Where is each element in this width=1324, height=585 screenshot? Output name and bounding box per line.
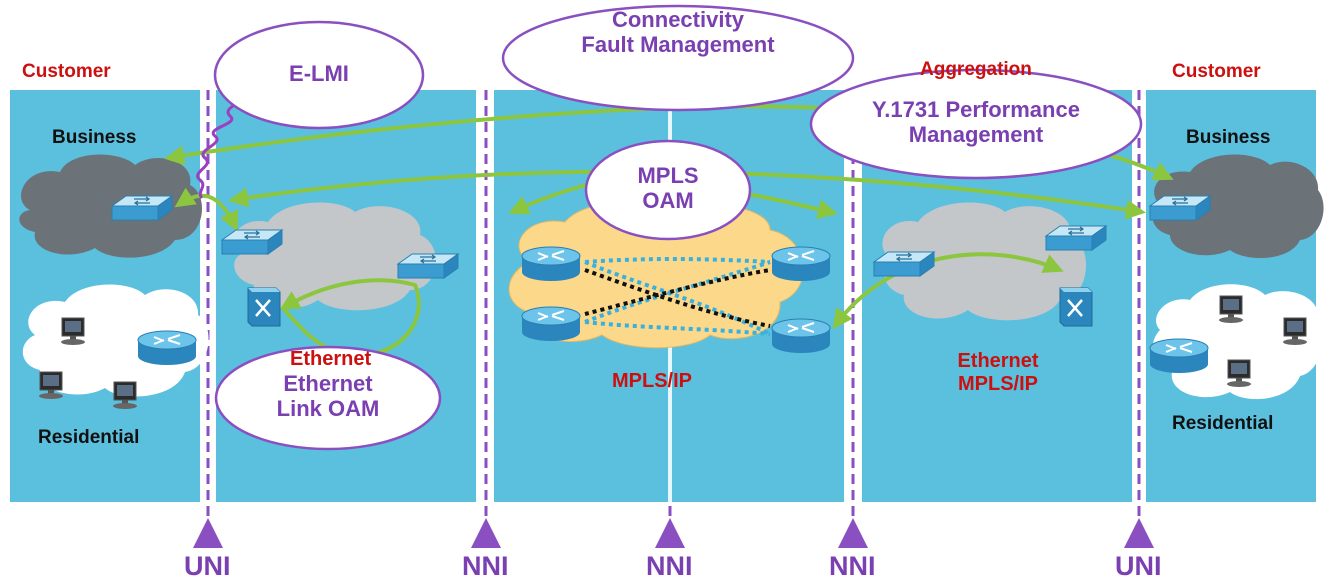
switch-icon [221, 229, 283, 255]
computer-icon [1282, 317, 1308, 346]
elmi-bubble: E-LMI [289, 61, 349, 86]
residential-label-right: Residential [1172, 413, 1274, 434]
switch-icon [397, 253, 459, 279]
computer-icon [1218, 295, 1244, 324]
link-oam-bubble-shape [214, 345, 442, 451]
uni-marker-left [193, 518, 223, 548]
ethernet-link-oam-bubble: Ethernet Link OAM [276, 371, 380, 421]
y1731-bubble-shape [809, 68, 1143, 180]
nni-marker-1 [471, 518, 501, 548]
interface-label-uni-right: UNI [1115, 551, 1162, 581]
region-title-aggregation: Aggregation [920, 59, 1032, 80]
nni-marker-3 [838, 518, 868, 548]
interface-markers [193, 518, 1154, 548]
interface-label-uni-left: UNI [184, 551, 231, 581]
router-icon [1149, 338, 1209, 374]
switch-icon [873, 251, 935, 277]
region-title-customer-right: Customer [1172, 61, 1261, 82]
cloud-icon [232, 202, 437, 311]
ethernet-label-left: Ethernet [290, 348, 372, 370]
interface-label-nni-1: NNI [462, 551, 509, 581]
nni-marker-2 [655, 518, 685, 548]
interface-label-nni-3: NNI [829, 551, 876, 581]
switch-icon [1045, 225, 1107, 251]
router-icon [771, 318, 831, 354]
bubbles [213, 4, 1143, 451]
router-icon [137, 330, 197, 366]
business-label-right: Business [1186, 127, 1271, 148]
router-icon [521, 306, 581, 342]
router-icon [521, 246, 581, 282]
multilayer-switch-icon [246, 286, 282, 328]
switch-icon [111, 195, 173, 221]
computer-icon [38, 371, 64, 400]
ethernet-mpls-ip-label: Ethernet MPLS/IP [957, 350, 1039, 395]
y1731-bubble: Y.1731 Performance Management [872, 97, 1080, 147]
elmi-arrow [174, 187, 239, 232]
multilayer-switch-icon [1058, 286, 1094, 328]
cfm-bubble: Connectivity Fault Management [581, 7, 775, 57]
mpls-oam-bubble-shape [584, 139, 752, 241]
switch-icon [1149, 195, 1211, 221]
cloud-icon [1152, 154, 1324, 259]
cfm-bubble-shape [501, 4, 855, 112]
uni-marker-right [1124, 518, 1154, 548]
router-icon [771, 246, 831, 282]
mpls-ip-label: MPLS/IP [612, 370, 693, 392]
core-links [584, 257, 771, 336]
business-label-left: Business [52, 127, 137, 148]
residential-label-left: Residential [38, 427, 140, 448]
cloud-icon [22, 284, 209, 397]
elmi-bubble-shape [213, 20, 425, 130]
mpls-oam-bubble: MPLS OAM [637, 163, 699, 213]
link-oam-arrow [279, 278, 421, 358]
right-link-oam-arrow [832, 252, 1064, 330]
region-title-customer-left: Customer [22, 61, 111, 82]
interface-label-nni-2: NNI [646, 551, 693, 581]
computer-icon [60, 317, 86, 346]
elmi-squiggle [196, 94, 259, 200]
computer-icon [112, 381, 138, 410]
computer-icon [1226, 359, 1252, 388]
cloud-icon [19, 154, 203, 258]
